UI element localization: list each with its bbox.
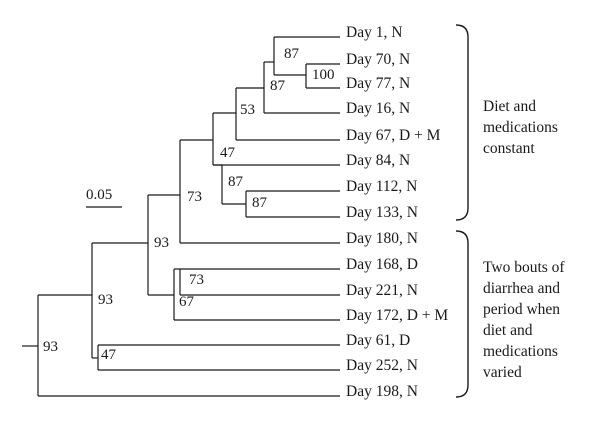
leaf-label-day-168: Day 168, D: [346, 256, 418, 273]
group-label-varied-line-5: medications: [483, 343, 558, 360]
leaf-label-day-70: Day 70, N: [346, 51, 410, 68]
support-value-100: 100: [312, 67, 335, 83]
leaf-label-day-198: Day 198, N: [346, 383, 418, 400]
support-value-87-lower: 87: [228, 174, 244, 190]
leaf-label-day-172: Day 172, D + M: [346, 307, 448, 324]
group-label-constant-line-3: constant: [483, 140, 535, 157]
group-label-varied-line-6: varied: [483, 364, 522, 381]
leaf-label-day-84: Day 84, N: [346, 152, 410, 169]
group-label-constant-line-2: medications: [483, 119, 558, 136]
group-label-varied-line-2: diarrhea and: [483, 280, 560, 297]
support-value-73-upper: 73: [187, 189, 202, 205]
leaf-label-day-16: Day 16, N: [346, 100, 410, 117]
leaf-label-day-221: Day 221, N: [346, 282, 418, 299]
support-value-73-lower: 73: [189, 272, 204, 288]
group-braces: [455, 24, 469, 398]
leaf-label-day-180: Day 180, N: [346, 230, 418, 247]
tree-branches: [22, 36, 340, 397]
leaf-label-day-61: Day 61, D: [346, 332, 410, 349]
group-label-constant-line-1: Diet and: [483, 98, 536, 115]
leaf-label-day-112: Day 112, N: [346, 178, 417, 195]
group-label-varied-line-3: period when: [483, 301, 560, 318]
support-value-93-upper: 93: [154, 235, 169, 251]
support-value-93-root: 93: [43, 339, 58, 355]
group-label-varied-line-4: diet and: [483, 322, 533, 339]
scale-bar: 0.05: [86, 187, 122, 208]
support-value-47-lower: 47: [101, 347, 117, 363]
support-value-87-bottom: 87: [252, 195, 268, 211]
bootstrap-values: 100 87 87 53 87 87 47 73 73 67 93 47 93 …: [43, 46, 335, 363]
leaf-labels: Day 1, N Day 70, N Day 77, N Day 16, N D…: [346, 24, 448, 400]
leaf-label-day-1: Day 1, N: [346, 24, 402, 41]
leaf-label-day-67: Day 67, D + M: [346, 127, 441, 144]
scale-bar-label: 0.05: [86, 187, 112, 203]
support-value-67: 67: [179, 294, 195, 310]
support-value-53: 53: [240, 102, 255, 118]
group-label-varied-line-1: Two bouts of: [483, 259, 565, 276]
leaf-label-day-77: Day 77, N: [346, 75, 410, 92]
support-value-93-middle: 93: [98, 292, 113, 308]
brace-varied: [455, 230, 469, 398]
support-value-47-upper: 47: [220, 145, 236, 161]
group-annotations: Diet and medications constant Two bouts …: [483, 98, 565, 381]
support-value-87-mid: 87: [270, 78, 286, 94]
leaf-label-day-252: Day 252, N: [346, 357, 418, 374]
leaf-label-day-133: Day 133, N: [346, 204, 418, 221]
brace-constant: [455, 24, 469, 221]
support-value-87-top: 87: [284, 46, 300, 62]
